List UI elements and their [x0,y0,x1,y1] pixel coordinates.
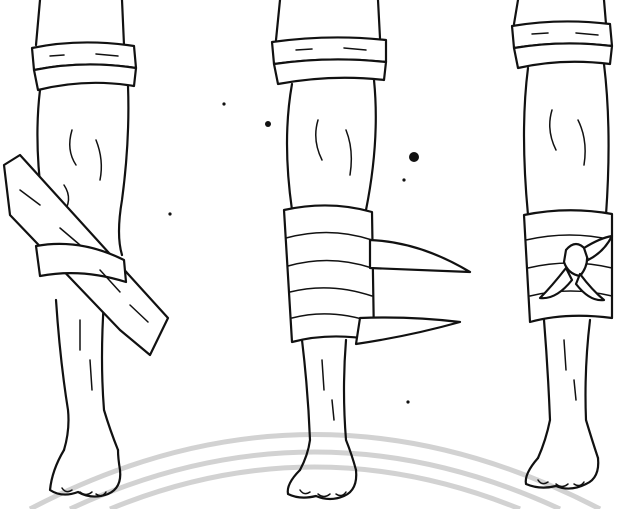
rolled-trouser-cuff [272,0,386,84]
panel-step-2 [272,0,470,499]
panel-step-3 [512,0,612,489]
panel-step-1 [4,0,168,497]
wrapped-bandage [284,205,470,344]
foot [526,458,599,489]
foot [288,470,357,499]
triangular-bandage-strip [4,155,168,355]
rolled-trouser-cuff [32,0,136,90]
rolled-trouser-cuff [512,0,612,68]
